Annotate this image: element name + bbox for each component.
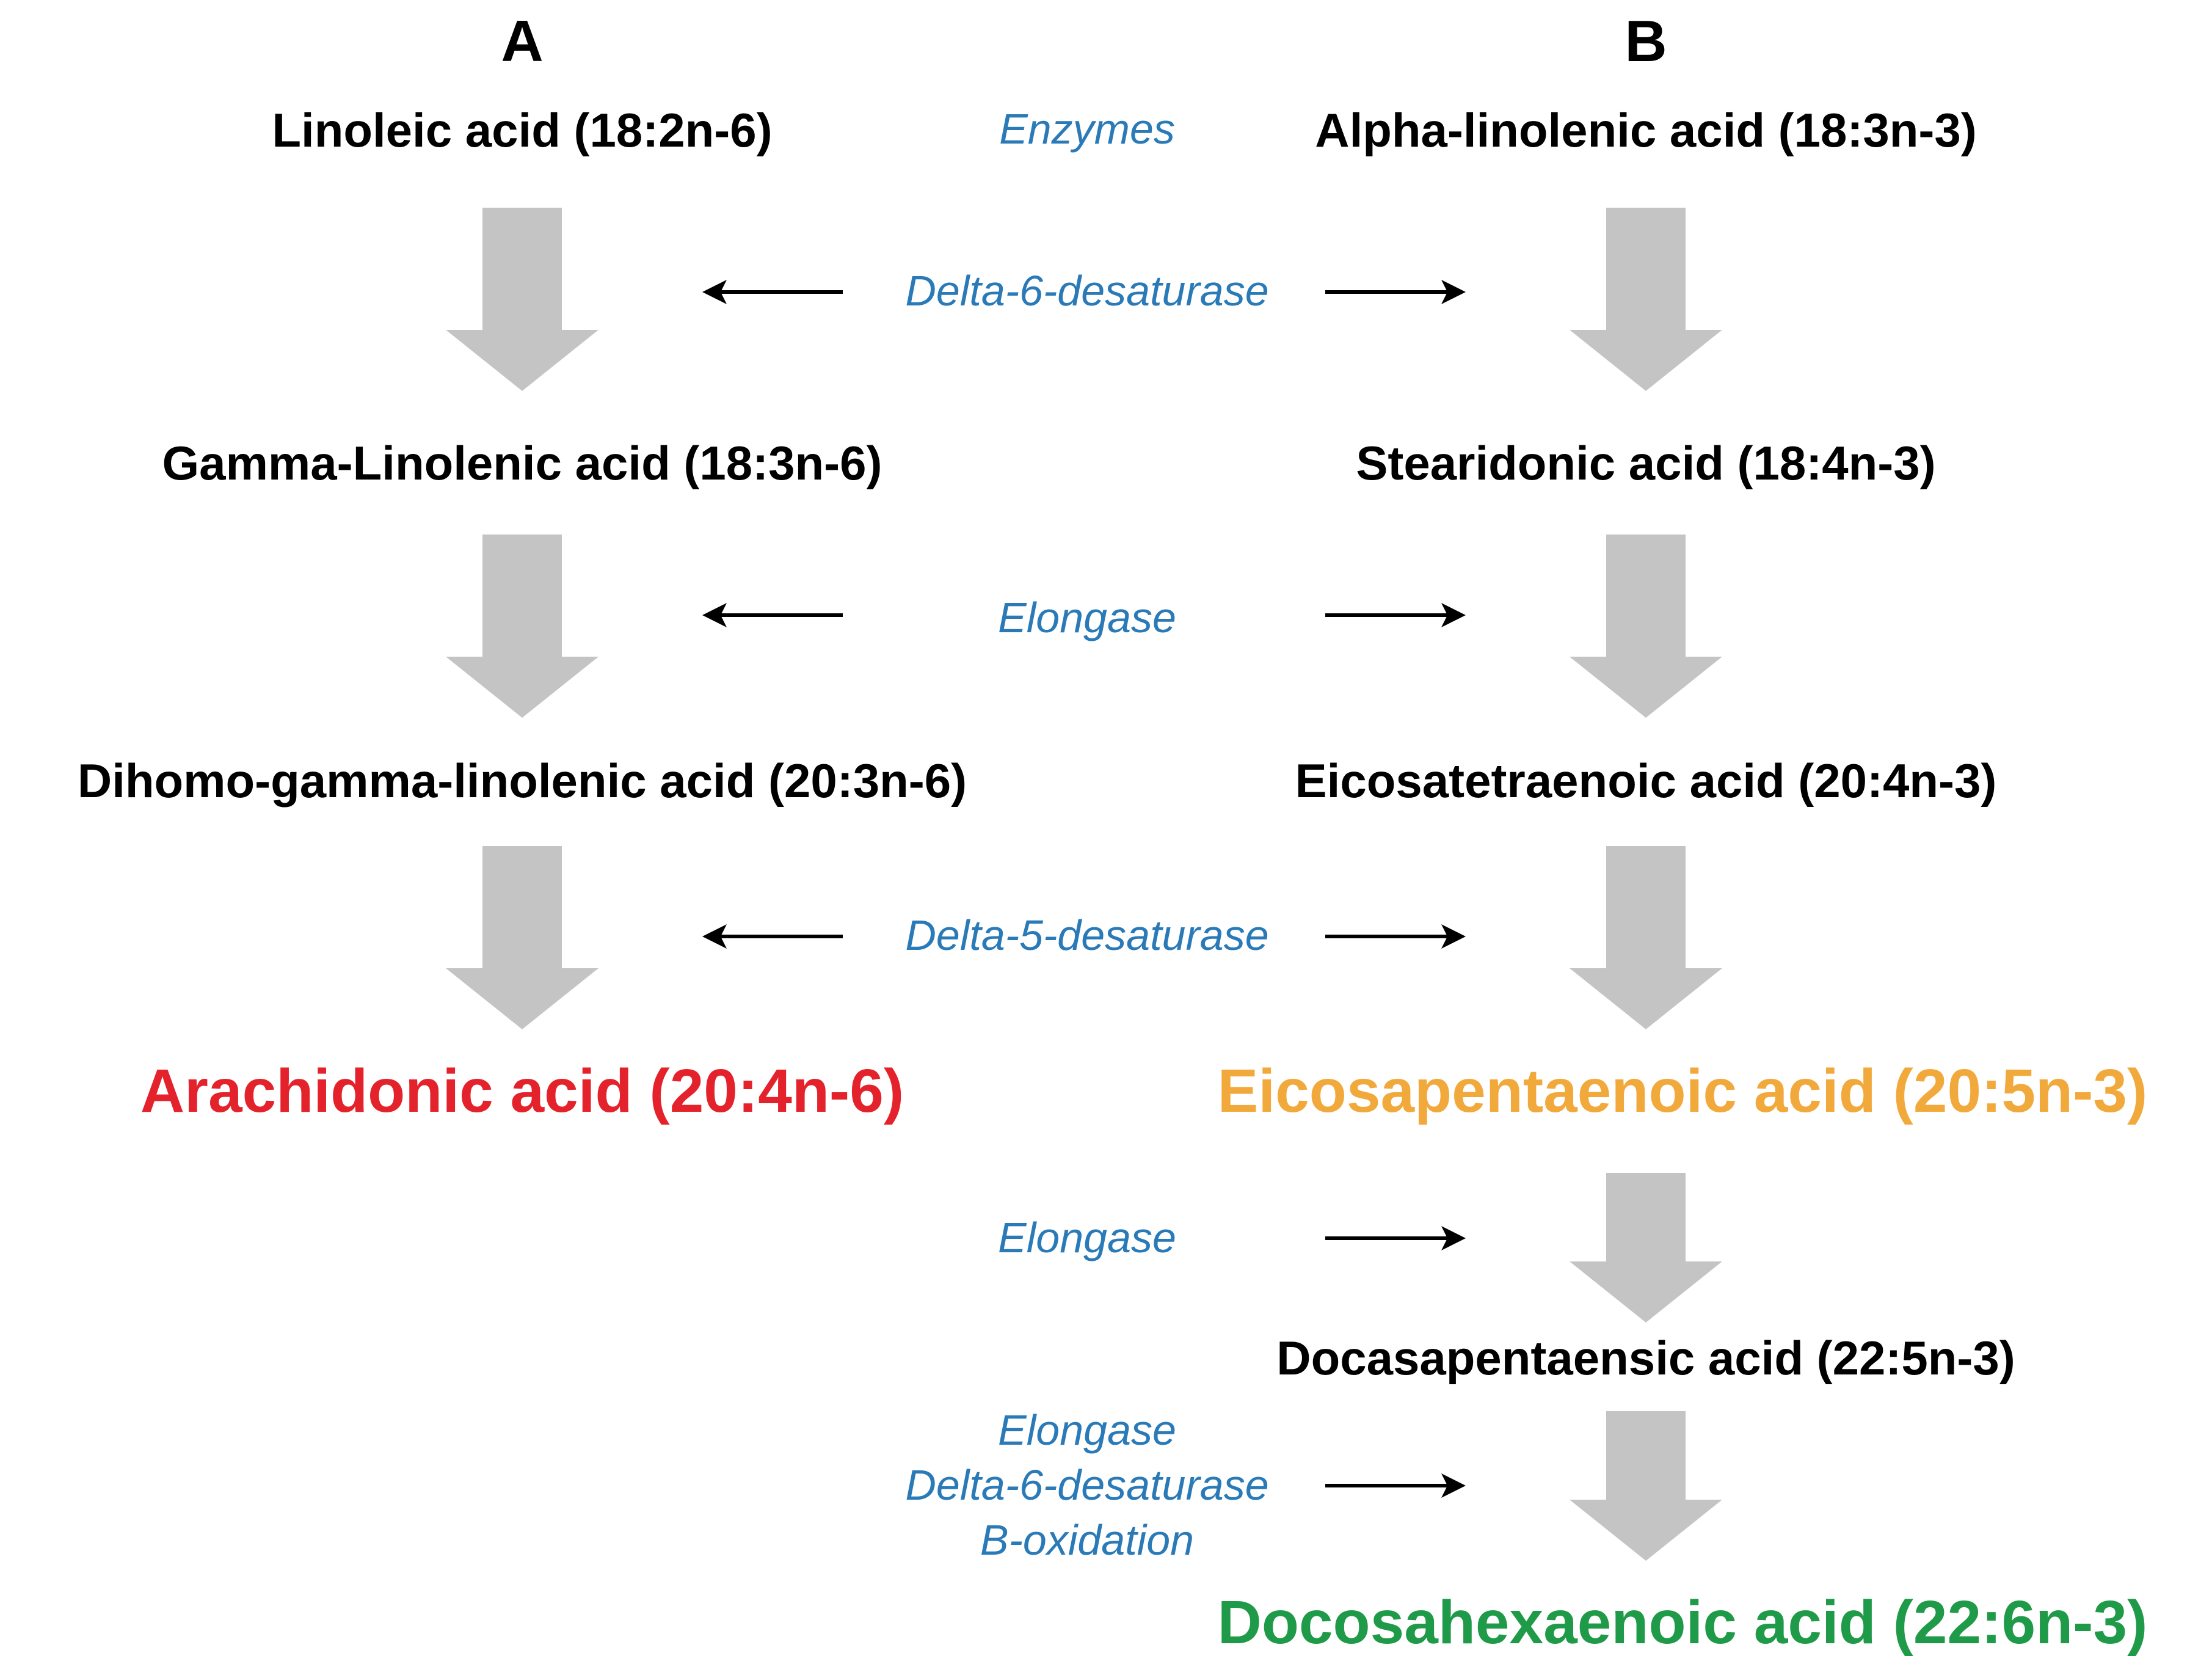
acid-docosahexaenoic: Docosahexaenoic acid (22:6n-3): [1218, 1588, 2148, 1657]
acid-eicosapentaenoic: Eicosapentaenoic acid (20:5n-3): [1218, 1057, 2148, 1125]
enzyme-header: Enzymes: [999, 105, 1175, 153]
right-arrow-5: [1325, 1473, 1466, 1498]
panel-label-b: B: [1624, 9, 1667, 74]
pathway-arrow-a-3: [446, 846, 598, 1029]
acid-stearidonic: Stearidonic acid (18:4n-3): [1356, 436, 1935, 490]
acid-linoleic: Linoleic acid (18:2n-6): [272, 103, 772, 157]
enzyme-delta-5-desaturase: Delta-5-desaturase: [905, 911, 1268, 959]
acid-arachidonic: Arachidonic acid (20:4n-6): [140, 1057, 904, 1125]
right-arrow-4: [1325, 1226, 1466, 1250]
enzyme-elongase-1: Elongase: [998, 594, 1176, 641]
enzyme-b-oxidation: B-oxidation: [980, 1516, 1194, 1564]
enzyme-elongase-3: Elongase: [998, 1406, 1176, 1454]
acid-dihomo-gamma-linolenic: Dihomo-gamma-linolenic acid (20:3n-6): [78, 754, 967, 808]
pathway-arrow-b-3: [1570, 846, 1722, 1029]
right-arrow-3: [1325, 924, 1466, 949]
left-arrow-2: [702, 603, 843, 627]
pathway-arrow-b-5: [1570, 1411, 1722, 1561]
pathway-arrow-a-2: [446, 535, 598, 718]
panel-label-a: A: [501, 9, 543, 74]
pathway-arrow-b-4: [1570, 1173, 1722, 1323]
pathway-arrow-a-1: [446, 208, 598, 391]
acid-gamma-linolenic: Gamma-Linolenic acid (18:3n-6): [162, 436, 882, 490]
acid-eicosatetraenoic: Eicosatetraenoic acid (20:4n-3): [1295, 754, 1997, 808]
right-arrow-2: [1325, 603, 1466, 627]
enzyme-delta-6-desaturase-2: Delta-6-desaturase: [905, 1461, 1268, 1509]
pathway-arrow-b-1: [1570, 208, 1722, 391]
acid-alpha-linolenic: Alpha-linolenic acid (18:3n-3): [1315, 103, 1977, 157]
enzyme-delta-6-desaturase: Delta-6-desaturase: [905, 267, 1268, 315]
pathway-arrow-b-2: [1570, 535, 1722, 718]
enzyme-elongase-2: Elongase: [998, 1214, 1176, 1261]
right-arrow-1: [1325, 280, 1466, 304]
acid-docasapentaensic: Docasapentaensic acid (22:5n-3): [1276, 1331, 2015, 1385]
left-arrow-1: [702, 280, 843, 304]
left-arrow-3: [702, 924, 843, 949]
